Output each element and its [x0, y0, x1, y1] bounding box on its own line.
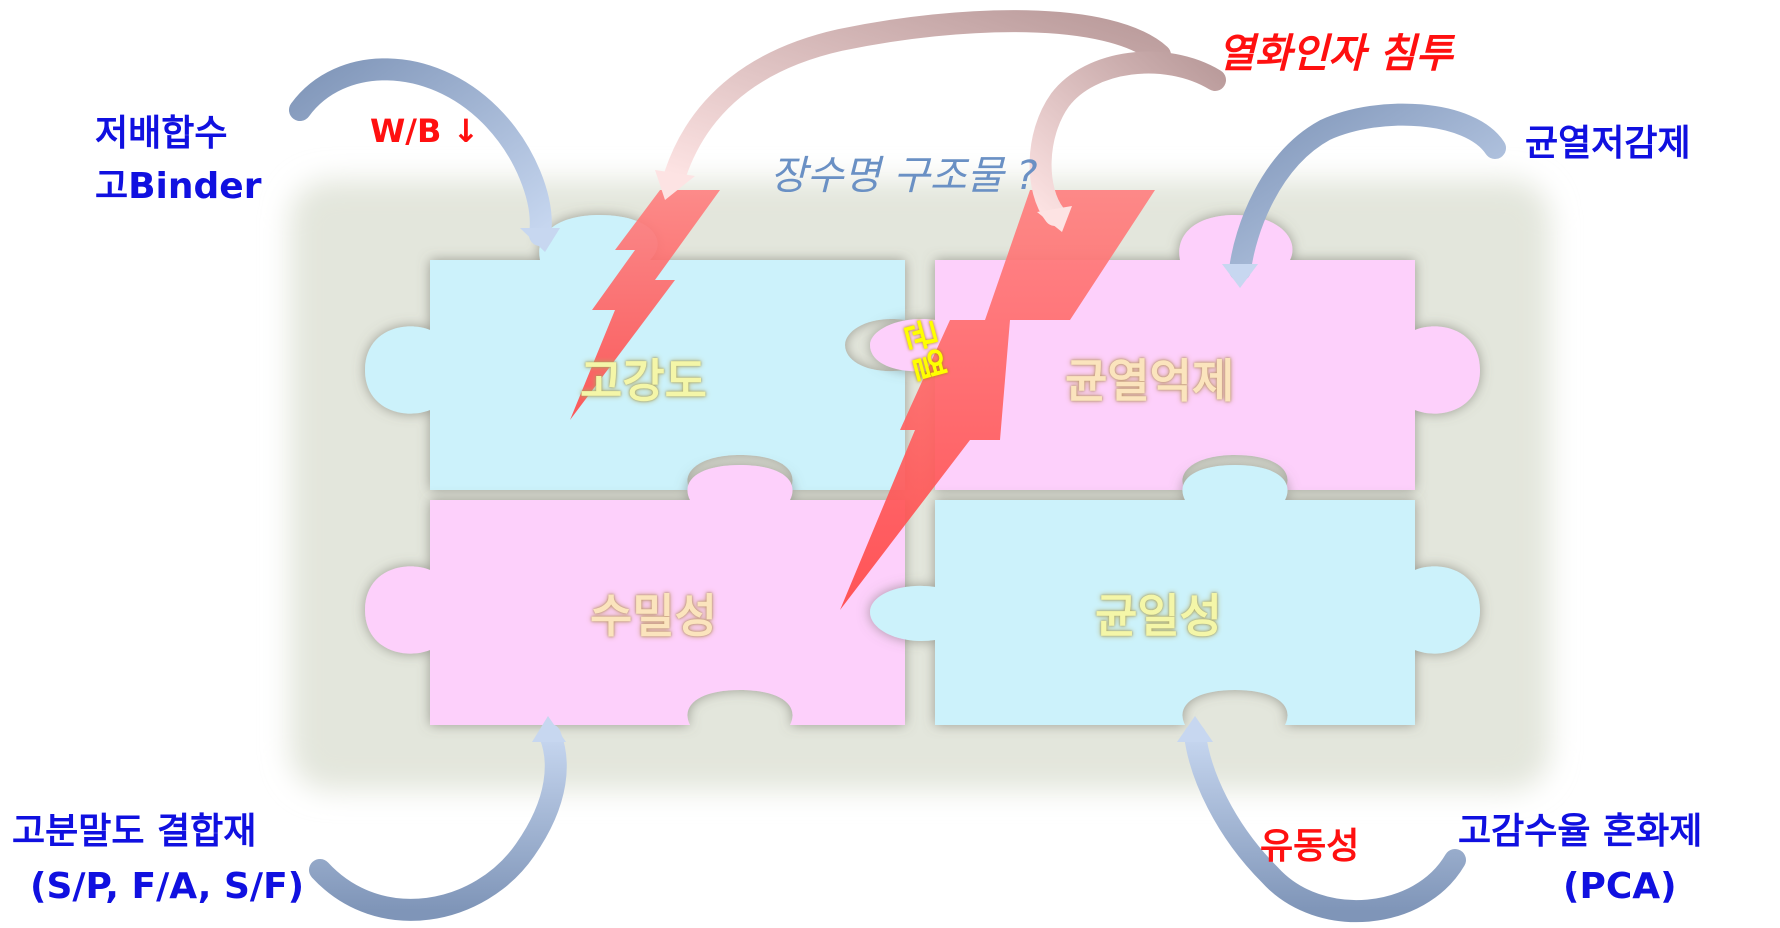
arrow-crack-reducer-head: [1222, 264, 1258, 288]
label-pca-line1: 고감수율 혼화제: [1458, 811, 1703, 852]
puzzle-piece-top-left: [365, 215, 905, 490]
puzzle-piece-bottom-right: [870, 465, 1480, 725]
arrow-low-wb-head: [520, 228, 560, 252]
label-low-wb-line1: 저배합수: [95, 113, 228, 154]
piece-label-watertightness: 수밀성: [590, 589, 717, 643]
lightning-bolt-left: [570, 190, 720, 420]
arrow-deterioration-left: [664, 10, 1171, 186]
label-crack-reducer: 균열저감제: [1525, 123, 1691, 164]
arrow-deterioration-right-head: [1037, 206, 1072, 232]
arrow-deterioration-right: [1029, 51, 1226, 226]
arrow-low-wb: [289, 58, 552, 246]
label-low-wb-line2: 고Binder: [95, 166, 262, 207]
arrow-deterioration-left-head: [655, 170, 695, 200]
label-powder-binder-line1: 고분말도 결합재: [12, 811, 257, 852]
label-pca-line2: (PCA): [1563, 866, 1677, 907]
arrow-powder-binder: [309, 724, 567, 921]
diagram-title: 장수명 구조물 ?: [770, 153, 1038, 199]
arrow-pca-head: [1177, 716, 1213, 742]
label-wb-ratio: W/B ↓: [370, 112, 480, 150]
label-powder-binder-line2: (S/P, F/A, S/F): [30, 866, 305, 907]
lightning-bolt-crack: [840, 190, 1155, 610]
label-fluidity: 유동성: [1260, 826, 1360, 867]
arrow-crack-reducer: [1229, 103, 1506, 281]
arrow-powder-binder-head: [532, 716, 566, 742]
label-deterioration-penetration: 열화인자 침투: [1218, 31, 1453, 77]
piece-label-uniformity: 균일성: [1095, 589, 1222, 643]
puzzle-piece-bottom-left: [365, 465, 905, 725]
arrow-pca: [1184, 724, 1466, 923]
piece-label-crack-suppression: 균열억제: [1065, 354, 1235, 408]
piece-label-high-strength: 고강도: [580, 354, 707, 408]
